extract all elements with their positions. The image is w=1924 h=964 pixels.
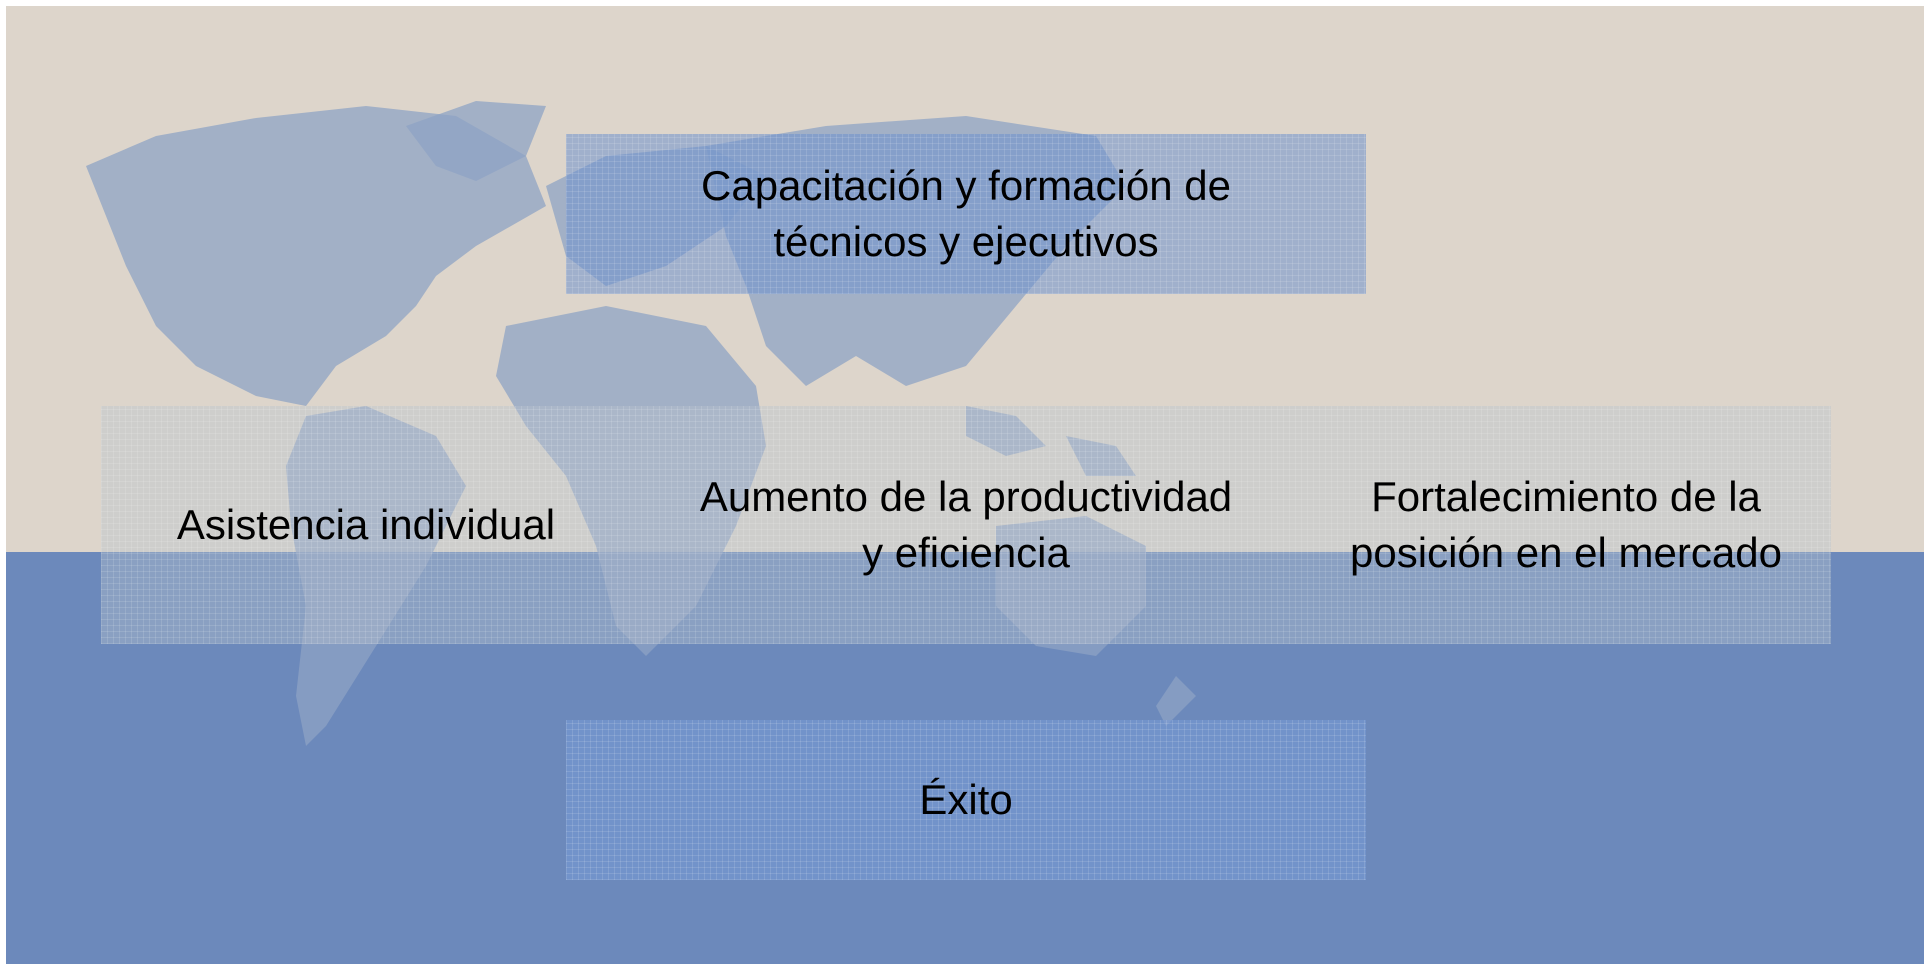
individual-assistance-item: Asistencia individual [101,406,631,644]
success-label: Éxito [919,776,1013,823]
market-position-label-line2: posición en el mercado [1350,529,1782,576]
success-box: Éxito [566,720,1366,880]
training-label-line2: técnicos y ejecutivos [773,218,1159,265]
productivity-label-line1: Aumento de la productividad [699,473,1233,520]
market-position-label-line1: Fortalecimiento de la [1371,473,1761,520]
training-label-line1: Capacitación y formación de [701,162,1231,209]
slide: Capacitación y formación de técnicos y e… [6,6,1924,964]
productivity-label-line2: y eficiencia [862,529,1070,576]
market-position-item: Fortalecimiento de la posición en el mer… [1301,406,1831,644]
productivity-item: Aumento de la productividad y eficiencia [631,406,1301,644]
individual-assistance-label: Asistencia individual [176,501,556,548]
middle-row-box: Asistencia individual Aumento de la prod… [101,406,1831,644]
training-box: Capacitación y formación de técnicos y e… [566,134,1366,294]
